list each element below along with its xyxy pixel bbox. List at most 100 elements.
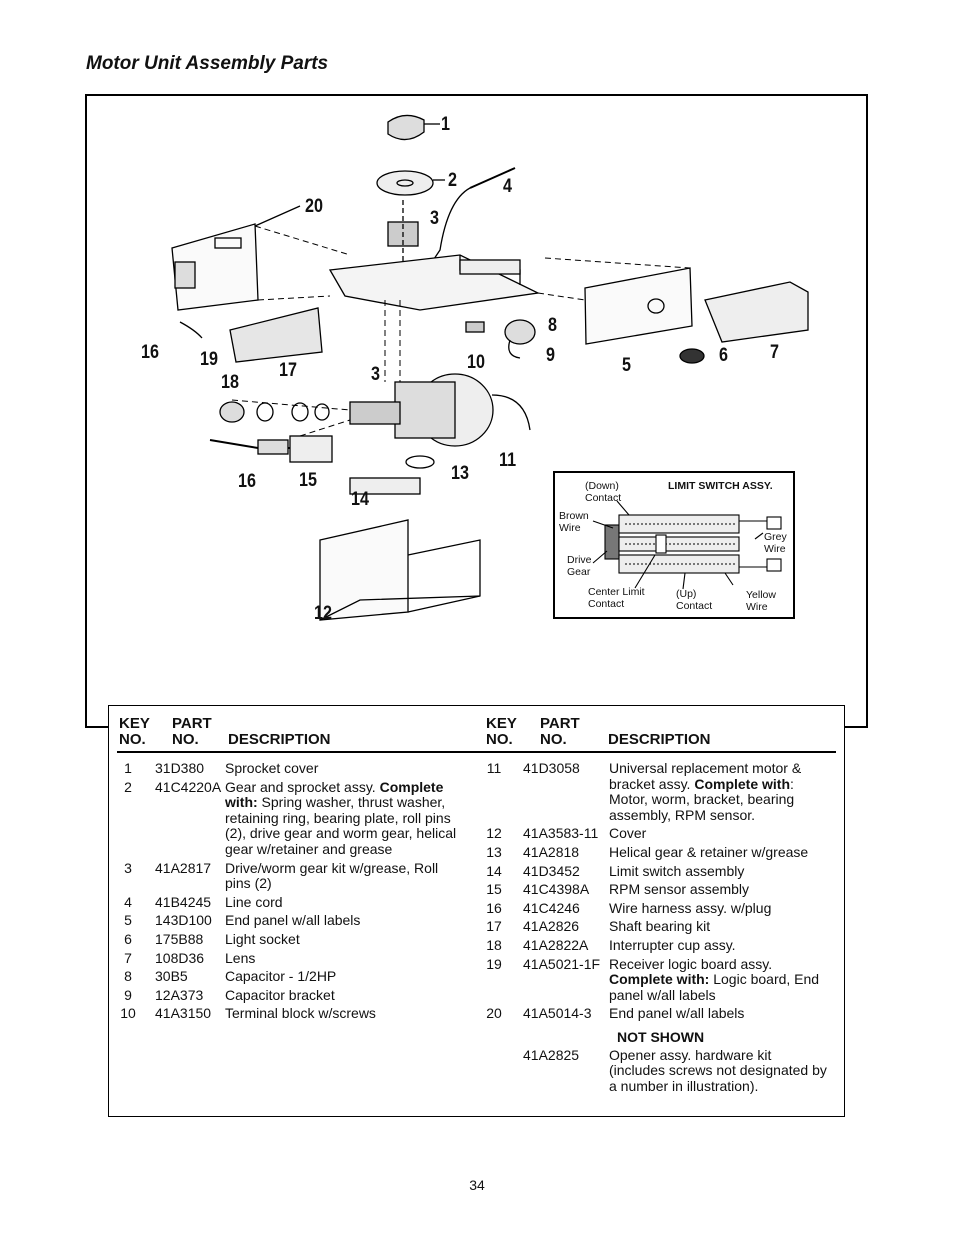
part-number: 41A5021-1F	[523, 955, 601, 972]
key-number: 2	[124, 778, 132, 795]
part-number: 41D3058	[523, 760, 580, 776]
parts-column-right: 11 41D3058 Universal replacement motor & b…	[479, 760, 829, 1097]
callout-6: 6	[719, 345, 728, 366]
callout-7: 7	[770, 342, 779, 363]
table-row: 6 175B88 Light socket	[113, 930, 458, 948]
callout-1: 1	[441, 114, 450, 135]
part-description: Line cord	[225, 893, 283, 910]
part-number: 41A2822A	[523, 936, 589, 953]
key-number: 15	[486, 881, 502, 898]
table-row: 5 143D100 End panel w/all labels	[113, 913, 458, 929]
label-drive-gear: Drive Gear	[567, 554, 592, 578]
part-description: Capacitor bracket	[225, 986, 335, 1003]
callout-17: 17	[279, 360, 297, 381]
key-number: 10	[120, 1005, 136, 1022]
part-description: Cover	[609, 825, 647, 842]
label-center-limit-contact: Center Limit Contact	[588, 586, 645, 610]
table-row: 13 41A2818 Helical gear & retainer w/greas…	[479, 843, 829, 861]
page-number: 34	[469, 1177, 485, 1193]
key-number: 12	[486, 825, 502, 842]
key-number: 17	[486, 918, 502, 935]
part-number: 41D3452	[523, 862, 580, 879]
callout-19: 19	[200, 349, 218, 370]
part-description: Limit switch assembly	[609, 862, 745, 879]
table-row: 18 41A2822A Interrupter cup assy.	[479, 936, 829, 954]
label-up-contact: (Up) Contact	[676, 588, 713, 612]
callout-16b: 16	[238, 471, 256, 492]
exploded-parts-diagram	[171, 114, 809, 621]
callout-3: 3	[430, 208, 439, 229]
part-number: 30B5	[155, 968, 188, 985]
part-number: 41A2817	[155, 859, 212, 876]
callout-8: 8	[548, 315, 557, 336]
callout-12: 12	[314, 603, 332, 624]
callout-3b: 3	[371, 364, 380, 385]
part-number: 41C4398A	[523, 881, 590, 898]
table-row: 12 41A3583-11 Cover	[479, 826, 829, 842]
callout-20: 20	[305, 196, 323, 217]
key-number: 5	[124, 912, 132, 929]
key-number: 1	[124, 760, 132, 776]
key-number: 8	[124, 968, 132, 985]
callout-18: 18	[221, 372, 239, 393]
callout-4: 4	[503, 176, 512, 197]
key-number: 18	[486, 936, 502, 953]
callout-9: 9	[546, 345, 555, 366]
not-shown-heading: NOT SHOWN	[617, 1028, 705, 1045]
part-number: 31D380	[155, 760, 205, 776]
part-description: Terminal block w/screws	[225, 1005, 376, 1022]
part-description: Light socket	[225, 930, 300, 947]
part-description: Capacitor - 1/2HP	[225, 968, 337, 985]
callout-2: 2	[448, 170, 457, 191]
callout-16: 16	[141, 342, 159, 363]
part-number: 41B4245	[155, 893, 212, 910]
label-yellow-wire: Yellow Wire	[746, 589, 776, 613]
part-number: 41A2825	[523, 1046, 580, 1063]
key-number: 20	[486, 1005, 502, 1022]
header-description-right: DESCRIPTION	[608, 731, 711, 748]
key-number: 6	[124, 930, 132, 947]
part-description: Universal replacement motor & bracket as…	[609, 760, 802, 823]
key-number: 13	[486, 843, 502, 860]
part-number: 41A2818	[523, 843, 580, 860]
table-row: 11 41D3058 Universal replacement motor & b…	[479, 760, 829, 823]
part-description: Lens	[225, 949, 256, 966]
label-grey-wire: Grey Wire	[764, 531, 787, 555]
callout-14: 14	[351, 489, 369, 510]
part-number: 41A5014-3	[523, 1005, 592, 1022]
key-number: 9	[124, 986, 132, 1003]
part-description: Wire harness assy. w/plug	[609, 899, 772, 916]
part-number: 41A3150	[155, 1005, 212, 1022]
part-description: Drive/worm gear kit w/grease, Roll pins …	[225, 859, 439, 892]
key-number: 3	[124, 859, 132, 876]
part-description: End panel w/all labels	[225, 912, 361, 929]
page-title: Motor Unit Assembly Parts	[86, 53, 329, 74]
table-row: 4 41B4245 Line cord	[113, 893, 458, 911]
part-description: Helical gear & retainer w/grease	[609, 843, 809, 860]
part-number: 175B88	[155, 930, 204, 947]
part-description: End panel w/all labels	[609, 1005, 745, 1022]
part-description: Sprocket cover	[225, 760, 319, 776]
key-number: 4	[124, 893, 132, 910]
key-number: 19	[486, 955, 502, 972]
part-description: Gear and sprocket assy. Complete with: S…	[225, 778, 457, 857]
header-description: DESCRIPTION	[228, 731, 331, 748]
key-number: 11	[486, 760, 502, 776]
part-description: Interrupter cup assy.	[609, 936, 736, 953]
callout-11: 11	[499, 450, 517, 471]
part-number: 41A3583-11	[523, 825, 599, 842]
part-number: 143D100	[155, 912, 212, 929]
key-number: 7	[124, 949, 132, 966]
limit-switch-title: LIMIT SWITCH ASSY.	[668, 480, 773, 492]
